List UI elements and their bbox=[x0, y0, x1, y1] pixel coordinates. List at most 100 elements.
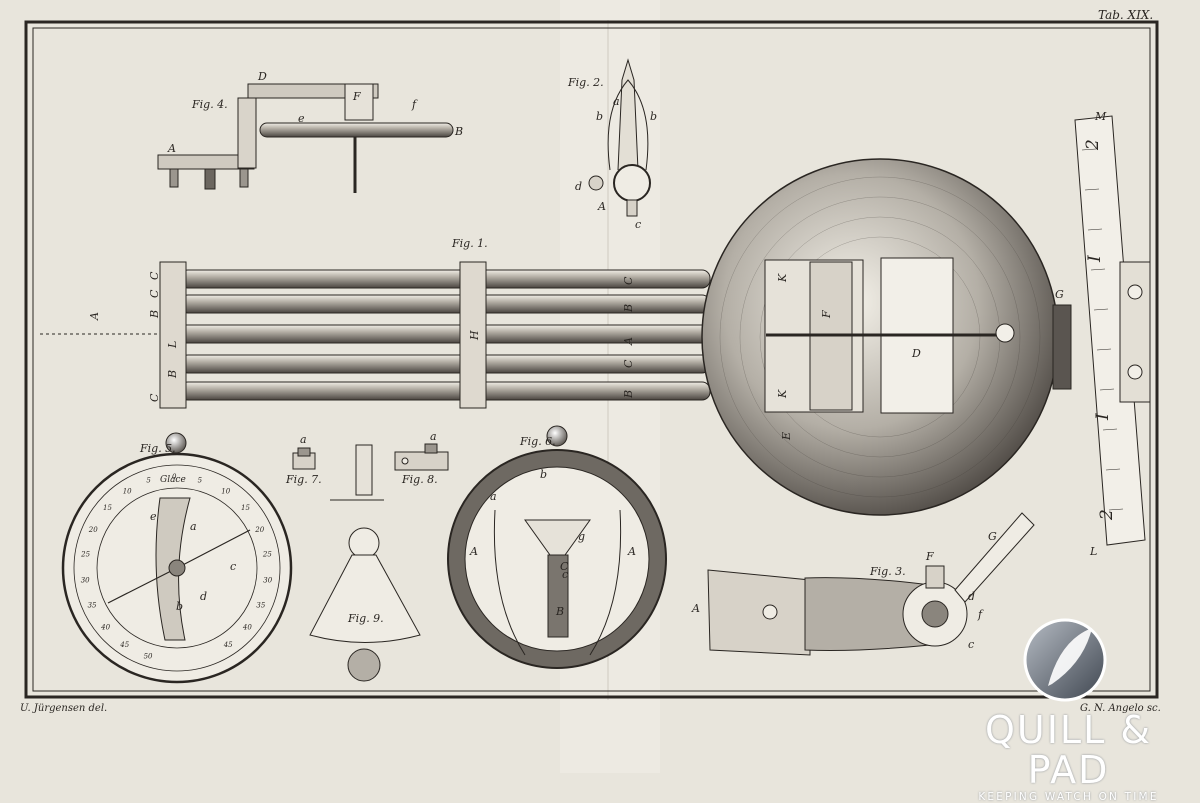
fig5-letter: a bbox=[190, 520, 197, 533]
fig5-dial-number: 30 bbox=[263, 577, 272, 585]
fig6-ring bbox=[447, 425, 667, 669]
fig6-letter: b bbox=[540, 468, 547, 481]
fig1-letter: L bbox=[1089, 545, 1097, 558]
fig5-letter: c bbox=[230, 560, 236, 573]
fig6-letter: c bbox=[562, 568, 568, 581]
fig6-letter: A bbox=[469, 545, 478, 558]
fig5-dial-number: 5 bbox=[146, 477, 151, 485]
fig5-letter: d bbox=[200, 590, 207, 603]
watermark-brand: QUILL & PAD bbox=[985, 708, 1152, 792]
fig1-letter: C bbox=[148, 289, 161, 298]
fig4-letter: f bbox=[411, 98, 418, 111]
fig8-piece bbox=[394, 443, 449, 471]
fig6-letter: g bbox=[578, 530, 585, 543]
fig1-letter: K bbox=[776, 273, 789, 283]
fig3-caption: Fig. 3. bbox=[869, 565, 906, 578]
fig6-caption: Fig. 6. bbox=[519, 435, 556, 448]
fig1-letter: C bbox=[148, 393, 161, 402]
fig1-letter: D bbox=[911, 347, 921, 360]
fig3-lever bbox=[707, 512, 1035, 656]
fig5-dial-number: 45 bbox=[119, 641, 129, 649]
plate-number: Tab. XIX. bbox=[1098, 8, 1154, 22]
quill-feather-icon bbox=[1023, 618, 1107, 702]
fig3-letter: d bbox=[968, 590, 975, 603]
fig7-piece bbox=[292, 447, 316, 470]
fig1-letter: B bbox=[148, 310, 161, 319]
fig5-dial-word: Glace bbox=[160, 475, 186, 485]
fig5-dial-number: 20 bbox=[254, 526, 264, 534]
fig3-letter: A bbox=[691, 602, 700, 615]
fig3-letter: G bbox=[988, 530, 997, 543]
fig3-letter: F bbox=[925, 550, 934, 563]
fig1-letter: G bbox=[1055, 288, 1064, 301]
fig1-letter: K bbox=[776, 389, 789, 399]
fig4-bracket bbox=[157, 83, 454, 193]
fig1-letter: B bbox=[166, 370, 179, 379]
fig5-dial-number: 20 bbox=[88, 526, 98, 534]
fig4-letter: F bbox=[352, 90, 361, 103]
fig5-dial-number: 5 bbox=[198, 477, 203, 485]
fig5-dial-number: 10 bbox=[221, 487, 230, 495]
fig2-letter: a bbox=[613, 95, 620, 108]
fig2-letter: d bbox=[575, 180, 582, 193]
fig2-letter: b bbox=[596, 110, 603, 123]
fig2-caption: Fig. 2. bbox=[567, 76, 604, 89]
delineator-credit: U. Jürgensen del. bbox=[20, 703, 108, 714]
fig5-dial-number: 15 bbox=[241, 504, 250, 512]
fig1-letter: L bbox=[166, 341, 179, 349]
fig5-dial bbox=[61, 432, 293, 684]
watermark-tagline: KEEPING WATCH ON TIME bbox=[978, 791, 1159, 803]
fig9-caption: Fig. 9. bbox=[347, 612, 384, 625]
fig1-letter: C bbox=[622, 359, 635, 368]
scale-numeral: I bbox=[1085, 255, 1105, 263]
fig5-caption: Fig. 5. bbox=[139, 442, 176, 455]
fig5-letter: b bbox=[176, 600, 183, 613]
fig7-letter: a bbox=[300, 433, 307, 446]
fig1-caption: Fig. 1. bbox=[451, 237, 488, 250]
fig5-dial-number: 25 bbox=[262, 551, 272, 559]
fig6-letter: C bbox=[560, 560, 569, 573]
fig1-pendulum bbox=[40, 115, 1151, 546]
fig1-letter: C bbox=[622, 276, 635, 285]
fig4-letter: D bbox=[257, 70, 267, 83]
scale-numeral: I bbox=[1093, 413, 1113, 421]
fig6-letter: B bbox=[555, 605, 564, 618]
fig6-letter: a bbox=[490, 490, 497, 503]
fig2-letter: c bbox=[635, 218, 641, 231]
fig7-caption: Fig. 7. bbox=[285, 473, 322, 486]
fig6-letter: A bbox=[627, 545, 636, 558]
fig1-letter: B bbox=[622, 390, 635, 399]
fig9-sector bbox=[309, 444, 421, 682]
fig5-dial-number: 30 bbox=[81, 577, 90, 585]
fig8-letter: a bbox=[430, 430, 437, 443]
fig5-dial-number: 45 bbox=[223, 641, 233, 649]
engraver-credit: G. N. Angelo sc. bbox=[1080, 703, 1161, 714]
fig1-letter: E bbox=[780, 432, 793, 441]
fig5-letter: e bbox=[150, 510, 157, 523]
fig5-dial-number: 25 bbox=[80, 551, 90, 559]
fig5-dial-number: 15 bbox=[103, 504, 112, 512]
watermark: QUILL & PAD KEEPING WATCH ON TIME bbox=[946, 710, 1191, 803]
fig1-letter: M bbox=[1094, 110, 1107, 123]
fig5-dial-number: 35 bbox=[256, 602, 265, 610]
fig2-letter: b bbox=[650, 110, 657, 123]
fig3-letter: f bbox=[977, 608, 984, 621]
fig1-letter: H bbox=[468, 330, 481, 341]
fig5-dial-number: 50 bbox=[144, 652, 153, 660]
fig2-clamp bbox=[588, 58, 651, 217]
fig8-caption: Fig. 8. bbox=[401, 473, 438, 486]
fig4-letter: A bbox=[167, 142, 176, 155]
fig1-letter: F bbox=[820, 310, 833, 319]
fig1-letter: C bbox=[148, 271, 161, 280]
fig5-dial-number: 40 bbox=[100, 624, 110, 632]
fig2-letter: A bbox=[597, 200, 606, 213]
fig1-letter: A bbox=[622, 337, 635, 346]
scale-numeral: 2 bbox=[1083, 139, 1103, 151]
fig1-letter: A bbox=[88, 312, 101, 321]
scale-numeral: 2 bbox=[1097, 509, 1117, 521]
fig1-letter: B bbox=[622, 304, 635, 313]
fig5-dial-number: 10 bbox=[123, 487, 132, 495]
fig5-dial-number: 35 bbox=[88, 602, 97, 610]
